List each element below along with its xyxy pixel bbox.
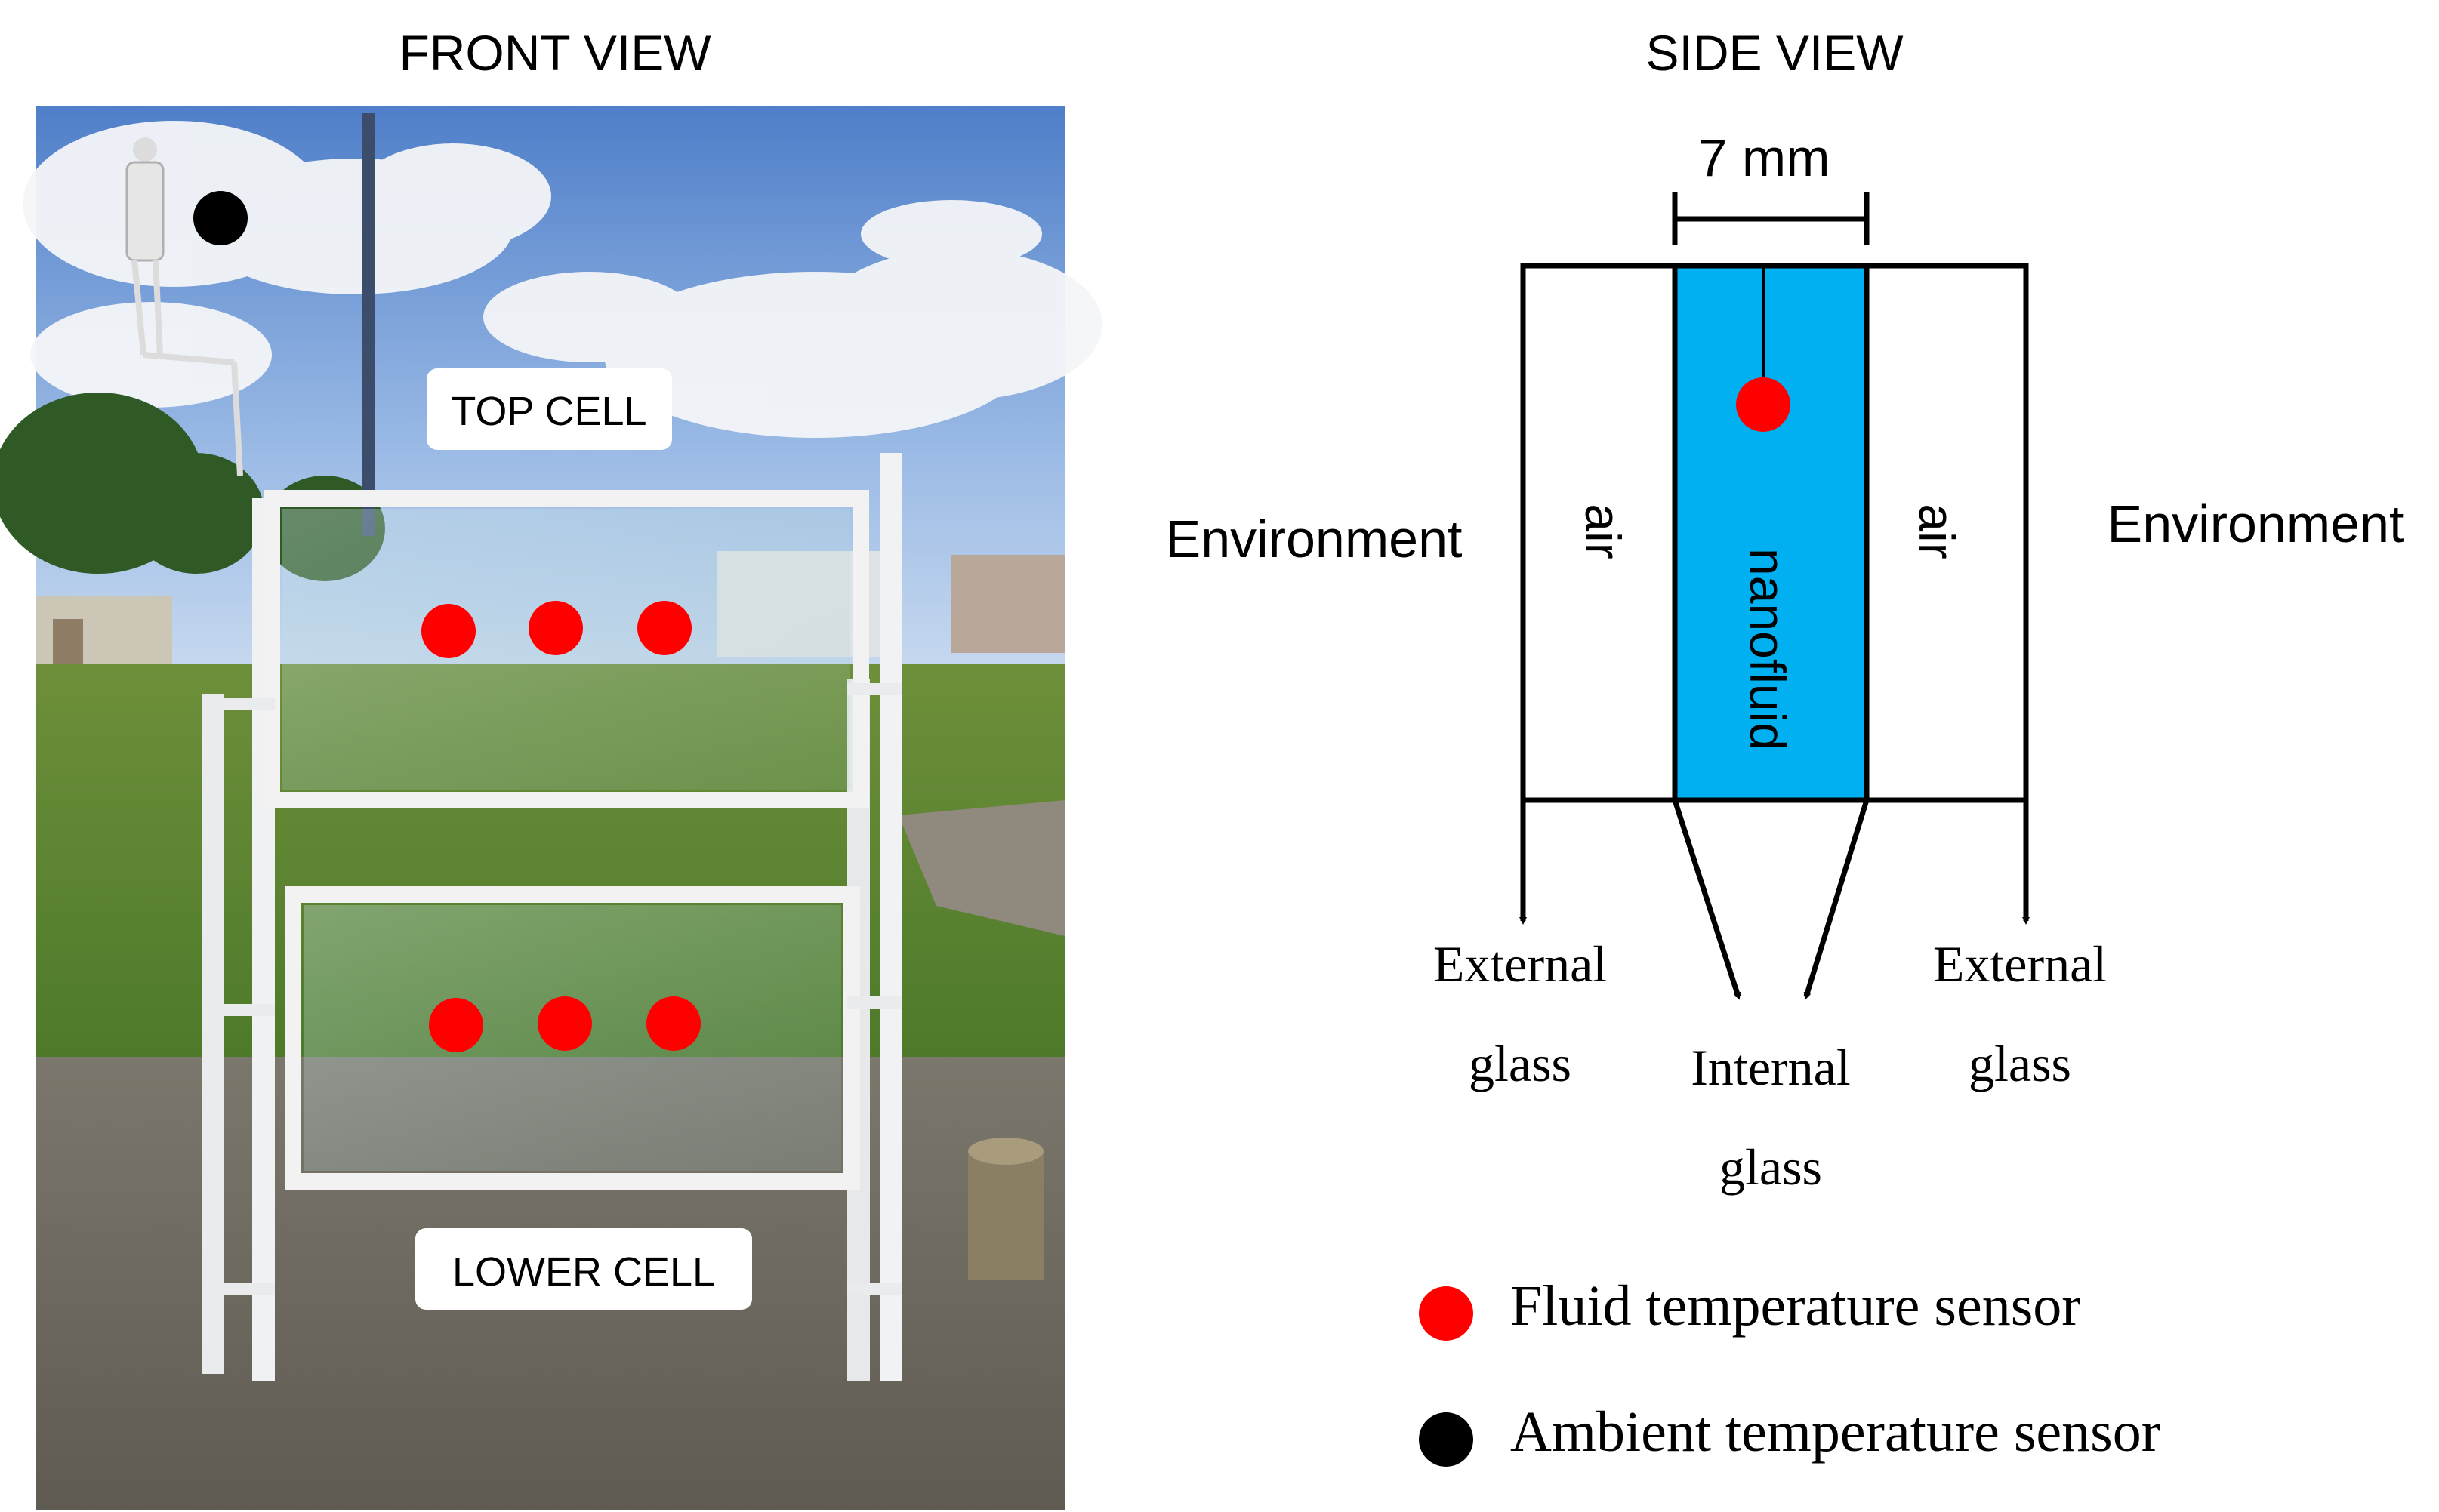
dimension-label: 7 mm (1698, 128, 1830, 187)
top-cell-label: TOP CELL (427, 368, 672, 450)
weather-sensor-icon (125, 137, 243, 476)
fluid-sensor-dot (646, 996, 701, 1051)
external-glass-right-line2: glass (1969, 1035, 2071, 1092)
dimension-bar (1672, 192, 1870, 245)
legend: Fluid temperature sensor Ambient tempera… (1419, 1274, 2160, 1467)
legend-ambient-sensor-label: Ambient temperature sensor (1510, 1400, 2160, 1464)
side-view-diagram: 7 mm air nanofluid air Environment Envir… (1166, 128, 2404, 1196)
legend-ambient-sensor-dot (1419, 1412, 1473, 1467)
fluid-sensor-dot (429, 998, 483, 1052)
internal-glass-line1: Internal (1691, 1039, 1850, 1096)
fluid-sensor-dot (538, 996, 592, 1051)
environment-label-right: Environment (2108, 494, 2404, 553)
lower-cell-label: LOWER CELL (415, 1228, 752, 1310)
svg-text:LOWER CELL: LOWER CELL (452, 1249, 715, 1295)
test-rig (202, 453, 902, 1381)
ambient-sensor-dot (193, 191, 248, 245)
fluid-sensor-dot (421, 604, 476, 658)
internal-glass-line2: glass (1719, 1138, 1822, 1196)
legend-fluid-sensor-dot (1419, 1286, 1473, 1341)
svg-text:TOP CELL: TOP CELL (451, 389, 646, 434)
nanofluid-layer (1675, 266, 1867, 800)
external-glass-left-line1: External (1433, 935, 1607, 993)
fluid-sensor-dot (1736, 377, 1790, 432)
arrow-internal-glass-a (1672, 799, 1741, 1000)
nanofluid-label: nanofluid (1740, 548, 1796, 750)
side-view-title: SIDE VIEW (1645, 25, 1904, 81)
arrow-internal-glass-b (1803, 799, 1870, 1000)
environment-label-left: Environment (1166, 510, 1463, 568)
fluid-sensor-dot (529, 601, 583, 655)
air-label-left: air (1575, 503, 1631, 559)
external-glass-right-line1: External (1933, 935, 2107, 993)
front-view-title: FRONT VIEW (399, 25, 711, 81)
external-glass-left-line2: glass (1469, 1035, 1571, 1092)
legend-fluid-sensor-label: Fluid temperature sensor (1510, 1274, 2081, 1338)
air-label-right: air (1909, 503, 1965, 559)
front-view-photo: TOP CELL LOWER CELL (0, 106, 1102, 1510)
side-view-box (1520, 263, 2029, 803)
fluid-sensor-dot (637, 601, 692, 655)
